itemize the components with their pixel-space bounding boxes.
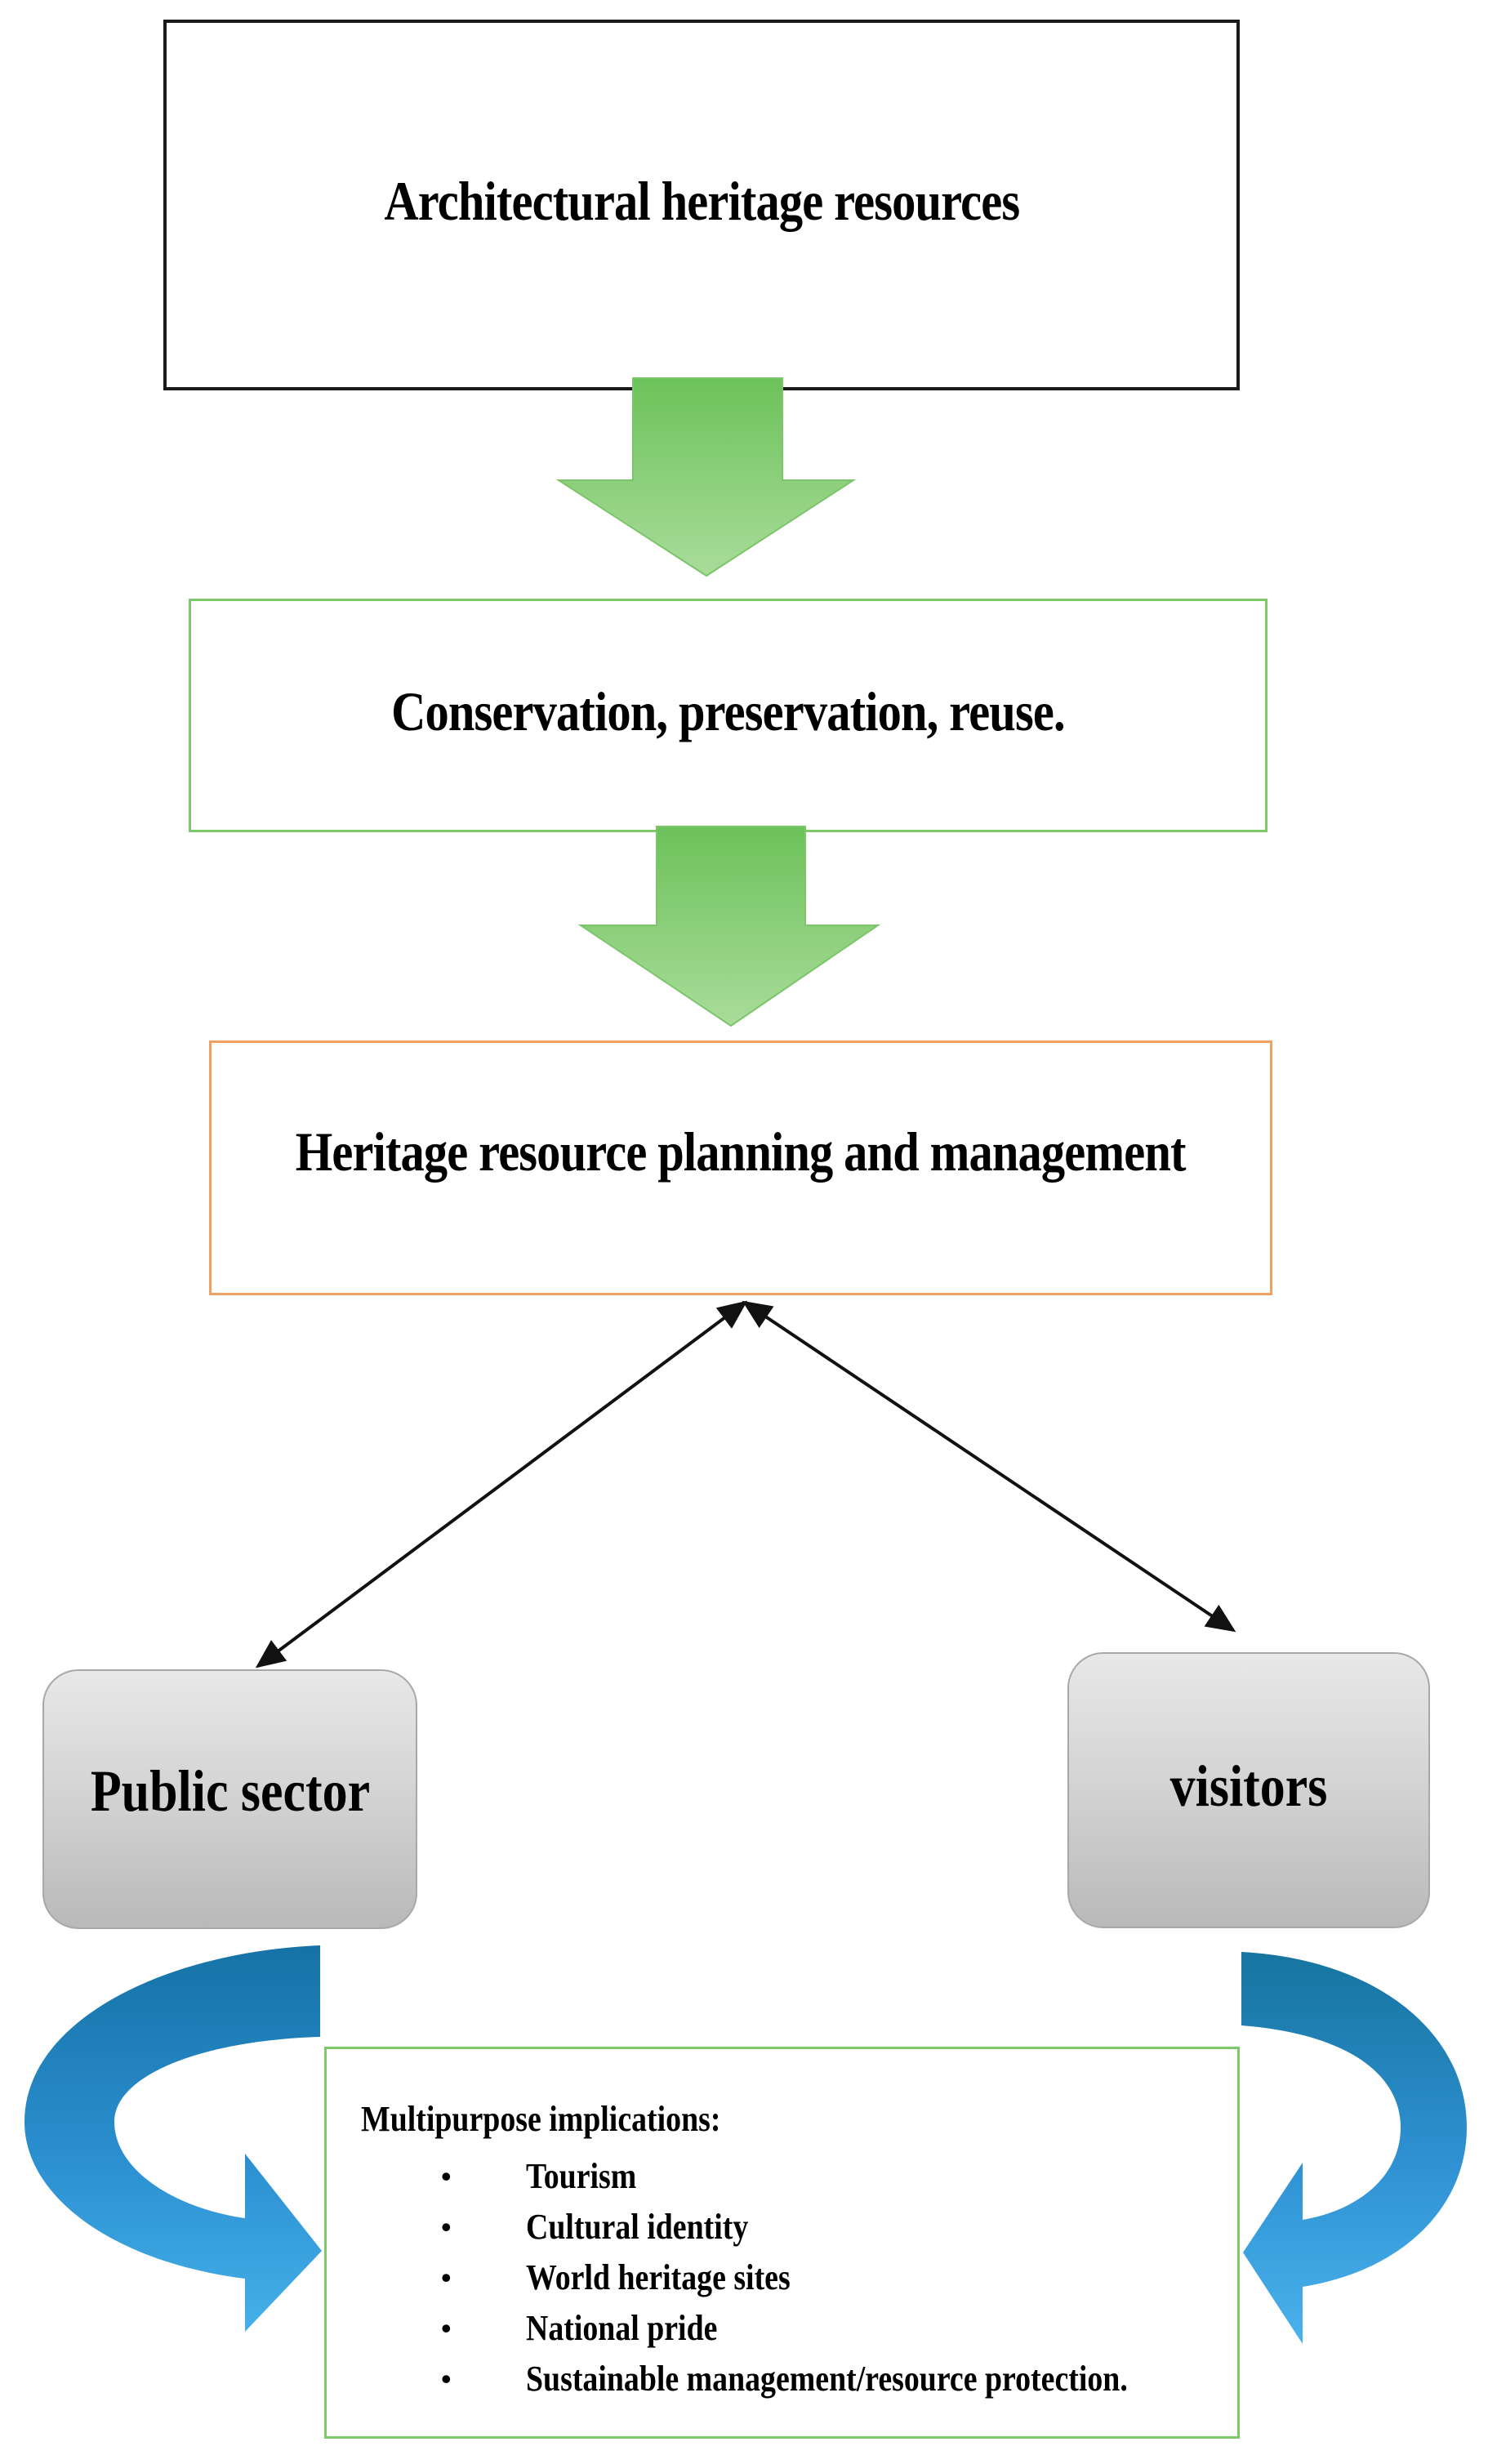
public-sector-box: Public sector bbox=[42, 1669, 417, 1929]
implications-heading: Multipurpose implications: bbox=[361, 2099, 721, 2139]
curved-arrow-right-icon bbox=[1241, 1952, 1467, 2344]
planning-box: Heritage resource planning and managemen… bbox=[209, 1040, 1272, 1295]
implication-item: World heritage sites bbox=[526, 2257, 791, 2297]
list-item: • Cultural identity bbox=[361, 2202, 1237, 2252]
bullet: • bbox=[441, 2261, 452, 2294]
implication-item: Tourism bbox=[526, 2156, 637, 2196]
implications-box: Multipurpose implications: • Tourism • Cul… bbox=[324, 2047, 1240, 2439]
bidirectional-arrow-public bbox=[255, 1300, 748, 1669]
public-sector-label: Public sector bbox=[90, 1758, 370, 1824]
conservation-label: Conservation, preservation, reuse. bbox=[391, 679, 1065, 742]
list-item: • Sustainable management/resource protect… bbox=[361, 2354, 1237, 2404]
curved-arrow-left-icon bbox=[25, 1945, 322, 2332]
down-arrow-icon bbox=[577, 826, 881, 1027]
bullet: • bbox=[441, 2160, 452, 2193]
planning-label: Heritage resource planning and managemen… bbox=[296, 1120, 1187, 1183]
list-item: • World heritage sites bbox=[361, 2252, 1237, 2303]
architectural-heritage-label: Architectural heritage resources bbox=[384, 169, 1020, 232]
visitors-label: visitors bbox=[1169, 1753, 1328, 1819]
bullet: • bbox=[441, 2312, 452, 2345]
bullet: • bbox=[441, 2211, 452, 2243]
implication-item: National pride bbox=[526, 2308, 718, 2348]
list-item: • National pride bbox=[361, 2303, 1237, 2354]
implication-item: Cultural identity bbox=[526, 2207, 749, 2247]
visitors-box: visitors bbox=[1067, 1652, 1430, 1928]
bidirectional-arrow-visitors bbox=[742, 1300, 1236, 1633]
list-item: • Tourism bbox=[361, 2151, 1237, 2202]
architectural-heritage-box: Architectural heritage resources bbox=[163, 20, 1240, 390]
implication-item: Sustainable management/resource protecti… bbox=[526, 2359, 1128, 2399]
implications-list: • Tourism • Cultural identity • World herit… bbox=[361, 2151, 1237, 2404]
bullet: • bbox=[441, 2363, 452, 2395]
down-arrow-icon bbox=[555, 377, 857, 577]
